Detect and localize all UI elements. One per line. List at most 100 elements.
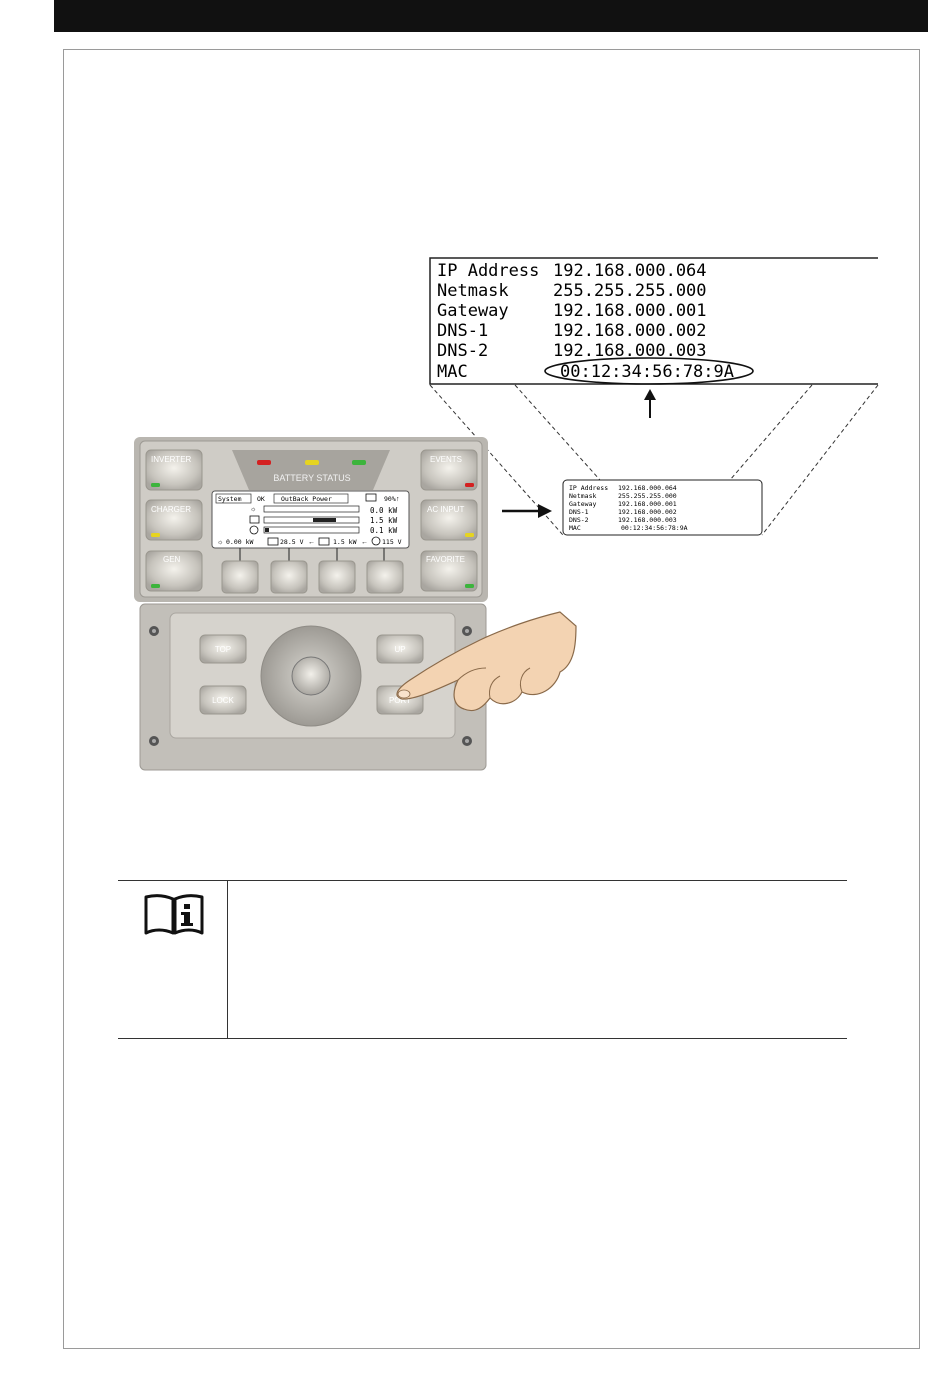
lcd-up-arrow-icon: ↑: [396, 496, 400, 503]
big-row-value: 192.168.000.003: [553, 341, 707, 361]
charger-button-label: CHARGER: [151, 505, 191, 514]
lcd-tab-outback: OutBack Power: [281, 495, 332, 503]
port-button-label: PORT: [389, 696, 411, 705]
inverter-button-label: INVERTER: [151, 455, 192, 464]
lcd-footer-inverter: 1.5 kW: [333, 538, 357, 546]
top-button-label: TOP: [215, 645, 231, 654]
lcd-footer-solar: 0.00 kW: [226, 538, 253, 546]
lcd-gen-icon: [249, 525, 259, 535]
lcd-footer-arrow-icon: ←: [361, 539, 368, 546]
small-row-label: DNS-1: [569, 508, 589, 516]
charger-button[interactable]: CHARGER: [145, 499, 203, 541]
gen-button[interactable]: GEN: [145, 550, 203, 592]
lcd-row1-value: 0.0 kW: [370, 506, 398, 515]
battery-status-label: BATTERY STATUS: [273, 473, 350, 483]
book-info-icon: [144, 894, 204, 935]
big-row-value: 00:12:34:56:78:9A: [560, 362, 734, 382]
lcd-bar-2: [263, 516, 360, 524]
battery-led-yellow: [305, 460, 319, 465]
lock-button[interactable]: LOCK: [199, 685, 247, 715]
ac-input-button-label: AC INPUT: [427, 505, 464, 514]
lcd-solar-icon: ☼: [250, 506, 256, 513]
small-row-value: 192.168.000.064: [618, 484, 677, 492]
lcd-battery-percent: 90%: [384, 495, 396, 503]
lcd-footer-arrow-icon: ←: [308, 539, 315, 546]
page-frame: [63, 49, 920, 1349]
soft-keys: [239, 548, 385, 561]
big-row-value: 192.168.000.064: [553, 261, 707, 281]
note-bottom-rule: [118, 1038, 847, 1039]
small-row-value: 192.168.000.002: [618, 508, 677, 516]
lcd-row3-value: 0.1 kW: [370, 526, 398, 535]
lcd-footer-gen: 115 V: [382, 538, 402, 546]
header-bar: [54, 0, 928, 32]
lock-button-label: LOCK: [212, 696, 234, 705]
lcd-inverter-icon: [249, 515, 260, 524]
gen-led: [151, 584, 160, 588]
lcd-tab-ok: OK: [257, 495, 265, 503]
note-divider: [227, 880, 228, 1038]
screw: [462, 626, 472, 636]
lcd-footer-battery-icon: [267, 537, 279, 546]
battery-led-red: [257, 460, 271, 465]
note-top-rule: [118, 880, 847, 881]
up-button[interactable]: UP: [376, 634, 424, 664]
top-button[interactable]: TOP: [199, 634, 247, 664]
events-button-label: EVENTS: [430, 455, 462, 464]
small-row-value: 192.168.000.001: [618, 500, 677, 508]
small-network-display: IP Address 192.168.000.064 Netmask 255.2…: [562, 479, 763, 536]
small-row-label: IP Address: [569, 484, 608, 492]
big-row-label: IP Address: [437, 261, 539, 281]
small-row-value: 00:12:34:56:78:9A: [621, 524, 688, 532]
lcd-battery-icon: [365, 493, 377, 502]
favorite-led: [465, 584, 474, 588]
lcd-footer-inverter-icon: [318, 537, 330, 546]
big-row-label: DNS-1: [437, 321, 488, 341]
ac-input-led: [465, 533, 474, 537]
favorite-button[interactable]: FAVORITE: [420, 550, 478, 592]
lcd-footer-gen-icon: [371, 536, 381, 546]
navigation-hub-button[interactable]: [291, 656, 331, 696]
control-panel-lower: TOP LOCK UP PORT: [139, 603, 487, 771]
hand-pointer-icon: [396, 611, 577, 712]
up-button-label: UP: [394, 645, 405, 654]
magnification-lines: [429, 384, 879, 536]
ac-input-button[interactable]: AC INPUT: [420, 499, 478, 541]
lcd-footer-battery: 28.5 V: [280, 538, 304, 546]
lcd-footer-solar-icon: ☼: [217, 539, 223, 546]
battery-led-green: [352, 460, 366, 465]
big-row-label: MAC: [437, 362, 468, 382]
big-row-value: 255.255.255.000: [553, 281, 707, 301]
favorite-button-label: FAVORITE: [426, 555, 465, 564]
small-row-value: 192.168.000.003: [618, 516, 677, 524]
arrow-up-icon: [644, 389, 656, 418]
screw: [462, 736, 472, 746]
soft-key-2[interactable]: [270, 560, 308, 594]
big-row-label: Gateway: [437, 301, 509, 321]
screw: [149, 626, 159, 636]
big-row-label: Netmask: [437, 281, 509, 301]
screw: [149, 736, 159, 746]
big-row-value: 192.168.000.001: [553, 301, 707, 321]
soft-key-1[interactable]: [221, 560, 259, 594]
inverter-led: [151, 483, 160, 487]
big-network-display: IP Address 192.168.000.064 Netmask 255.2…: [429, 257, 878, 385]
gen-button-label: GEN: [163, 555, 181, 564]
lcd-bar-3-fill: [265, 528, 269, 532]
lcd-bar-3: [263, 526, 360, 534]
big-row-value: 192.168.000.002: [553, 321, 707, 341]
arrow-right-icon: [502, 504, 552, 518]
soft-key-4[interactable]: [366, 560, 404, 594]
big-row-label: DNS-2: [437, 341, 488, 361]
small-row-label: DNS-2: [569, 516, 589, 524]
events-led: [465, 483, 474, 487]
inverter-button[interactable]: INVERTER: [145, 449, 203, 491]
soft-key-3[interactable]: [318, 560, 356, 594]
events-button[interactable]: EVENTS: [420, 449, 478, 491]
charger-led: [151, 533, 160, 537]
lcd-bar-1: [263, 505, 360, 513]
small-row-label: Netmask: [569, 492, 596, 500]
small-row-label: MAC: [569, 524, 581, 532]
mac-highlight-ellipse: [544, 357, 754, 385]
